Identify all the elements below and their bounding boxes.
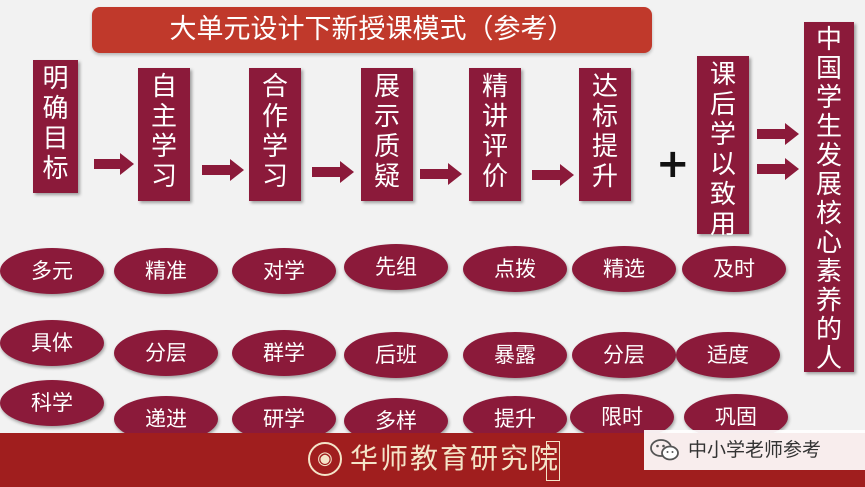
institute-name: 华师教育研究院 — [350, 442, 561, 475]
wechat-icon — [650, 439, 679, 461]
step-box-1: 明确目标 — [33, 60, 78, 193]
oval-tag: 精选 — [572, 246, 676, 292]
oval-tag: 科学 — [0, 380, 104, 426]
oval-tag: 暴露 — [463, 332, 567, 378]
result-label: 中国学生发展核心素养的人 — [815, 25, 842, 374]
oval-tag: 对学 — [232, 248, 336, 294]
step-box-2: 自主学习 — [138, 68, 190, 201]
oval-tag: 及时 — [682, 246, 786, 292]
oval-tag: 适度 — [676, 332, 780, 378]
oval-tag: 点拨 — [463, 246, 567, 292]
step-label: 合作学习 — [261, 72, 288, 192]
step-box-4: 展示质疑 — [361, 68, 413, 201]
step-box-3: 合作学习 — [249, 68, 301, 201]
step-label: 达标提升 — [591, 72, 618, 192]
arrow-right-icon — [312, 161, 354, 183]
arrow-right-icon — [532, 164, 574, 186]
step-label: 明确目标 — [42, 64, 69, 184]
watermark-text: 中小学老师参考 — [688, 439, 822, 461]
oval-tag: 后班 — [344, 332, 448, 378]
oval-tag: 精准 — [114, 248, 218, 294]
step-box-6: 达标提升 — [579, 68, 631, 201]
result-box: 中国学生发展核心素养的人 — [804, 22, 854, 374]
institute-logo-icon: ◉ — [308, 442, 342, 476]
step-label: 自主学习 — [150, 72, 177, 192]
oval-tag: 分层 — [114, 330, 218, 376]
arrow-right-icon — [202, 159, 244, 181]
step-label: 课后学以致用 — [709, 60, 736, 240]
oval-tag: 多元 — [0, 248, 104, 294]
step-box-5: 精讲评价 — [469, 68, 521, 201]
watermark-panel — [644, 430, 865, 470]
oval-tag: 先组 — [344, 244, 448, 290]
plus-icon: + — [656, 141, 690, 187]
step-label: 展示质疑 — [373, 72, 400, 192]
arrow-right-icon — [757, 123, 799, 145]
diagram-title: 大单元设计下新授课模式（参考） — [92, 7, 652, 53]
arrow-right-icon — [94, 153, 134, 175]
seal-stamp-icon — [546, 441, 560, 481]
oval-tag: 群学 — [232, 330, 336, 376]
step-label: 精讲评价 — [481, 72, 508, 192]
step-box-7: 课后学以致用 — [697, 56, 749, 240]
oval-tag: 具体 — [0, 320, 104, 366]
arrow-right-icon — [757, 158, 799, 180]
oval-tag: 分层 — [572, 332, 676, 378]
arrow-right-icon — [420, 163, 462, 185]
